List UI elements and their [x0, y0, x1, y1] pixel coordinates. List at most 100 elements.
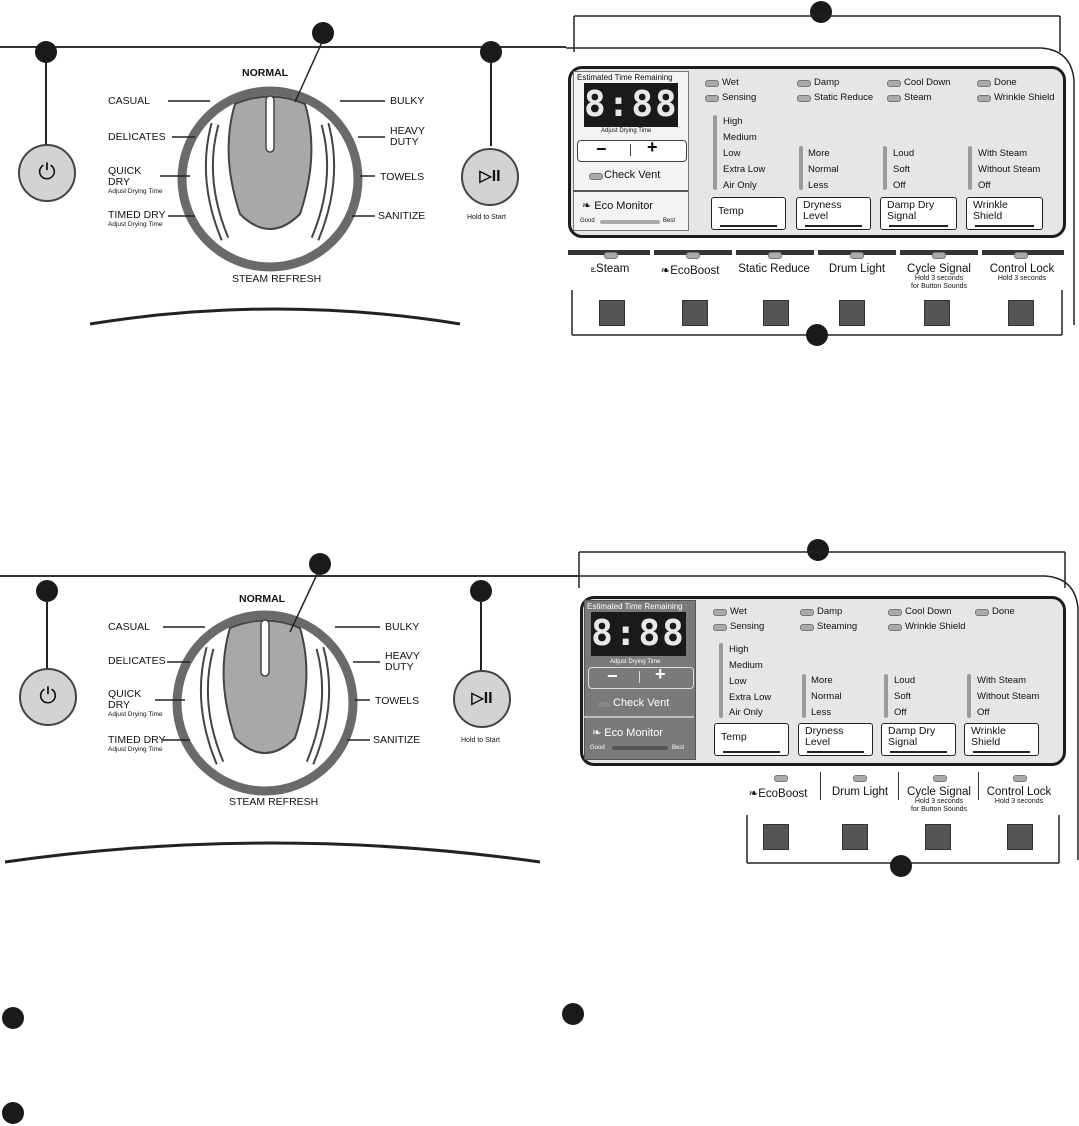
option-sublabel: Hold 3 seconds for Button Sounds — [910, 275, 968, 290]
wrinkle-shield-button[interactable]: Wrinkle Shield — [966, 197, 1043, 230]
status-led — [713, 609, 727, 616]
status-led — [705, 95, 719, 102]
option-sublabel: Hold 3 seconds for Button Sounds — [910, 798, 968, 813]
dial-label-delicates: DELICATES — [108, 655, 166, 667]
start-pause-button[interactable]: ▷II — [461, 148, 519, 206]
status-steaming: Steaming — [817, 621, 858, 632]
console-outline — [575, 575, 1079, 860]
option-divider — [978, 772, 979, 800]
option-button-cycle-signal[interactable] — [924, 300, 950, 326]
status-wet: Wet — [722, 77, 739, 88]
plus-button[interactable]: + — [655, 664, 666, 684]
signal-level: Soft — [893, 164, 910, 175]
temp-button[interactable]: Temp — [714, 723, 789, 756]
callout-marker — [312, 22, 334, 44]
dial-tick-lines — [155, 626, 380, 741]
time-digits: 8:88 — [591, 612, 686, 656]
time-adjust-pill — [588, 667, 694, 689]
cycle-dial[interactable] — [170, 608, 360, 798]
power-button[interactable]: ⏻ — [19, 668, 77, 726]
temp-level: Air Only — [723, 180, 757, 191]
dryness-level-button[interactable]: Dryness Level — [798, 723, 873, 756]
option-button-drum-light[interactable] — [839, 300, 865, 326]
dial-label-heavy-duty: HEAVY DUTY — [390, 125, 425, 148]
console-top-line — [0, 46, 566, 48]
callout-marker — [36, 580, 58, 602]
dial-label-heavy-duty: HEAVY DUTY — [385, 650, 420, 673]
temp-button[interactable]: Temp — [711, 197, 786, 230]
dryness-level-bar — [802, 674, 806, 718]
option-button-cycle-signal[interactable] — [925, 824, 951, 850]
callout-leader — [480, 600, 482, 672]
callout-marker — [35, 41, 57, 63]
start-pause-icon: ▷II — [479, 168, 501, 185]
callout-leader — [46, 600, 48, 670]
status-wet: Wet — [730, 606, 747, 617]
wrinkle-shield-button[interactable]: Wrinkle Shield — [964, 723, 1039, 756]
power-button[interactable]: ⏻ — [18, 144, 76, 202]
status-led — [887, 80, 901, 87]
dial-label-timed-dry: TIMED DRY Adjust Drying Time — [108, 209, 166, 229]
temp-level: Extra Low — [729, 692, 772, 703]
option-button-ecoboost[interactable] — [763, 824, 789, 850]
option-led — [932, 252, 946, 259]
callout-leader — [490, 60, 492, 146]
option-label-drum-light: Drum Light — [828, 263, 886, 275]
option-led — [933, 775, 947, 782]
dial-sublabel: Adjust Drying Time — [108, 188, 163, 195]
temp-level: High — [729, 644, 749, 655]
option-led — [768, 252, 782, 259]
status-led — [800, 609, 814, 616]
status-wrinkle-shield: Wrinkle Shield — [994, 92, 1055, 103]
cycle-dial[interactable] — [175, 84, 365, 274]
dial-label-bulky: BULKY — [385, 621, 420, 633]
power-icon: ⏻ — [39, 684, 57, 709]
dryness-level-button[interactable]: Dryness Level — [796, 197, 871, 230]
eco-monitor-label: ❧ Eco Monitor — [582, 200, 653, 212]
minus-button[interactable]: − — [596, 139, 607, 159]
option-button-ecoboost[interactable] — [682, 300, 708, 326]
status-led — [975, 609, 989, 616]
status-led — [888, 609, 902, 616]
option-button-control-lock[interactable] — [1008, 300, 1034, 326]
wrinkle-level: Without Steam — [978, 164, 1041, 175]
option-button-drum-light[interactable] — [842, 824, 868, 850]
minus-button[interactable]: − — [607, 666, 618, 686]
eco-good-label: Good — [580, 218, 595, 224]
dial-label-normal: NORMAL — [239, 593, 286, 605]
dryness-level: More — [811, 675, 833, 686]
status-static-reduce: Static Reduce — [814, 92, 874, 103]
option-button-static-reduce[interactable] — [763, 300, 789, 326]
callout-marker — [470, 580, 492, 602]
option-sublabel: Hold 3 seconds — [997, 275, 1047, 282]
option-button-control-lock[interactable] — [1007, 824, 1033, 850]
callout-leader — [289, 570, 320, 633]
temp-level: Low — [723, 148, 741, 159]
start-pause-button[interactable]: ▷II — [453, 670, 511, 728]
temp-level: Air Only — [729, 707, 763, 718]
dial-label-quick-dry: QUICK DRY Adjust Drying Time — [108, 165, 163, 196]
status-cool-down: Cool Down — [904, 77, 951, 88]
temp-level-bar — [719, 643, 723, 718]
plus-button[interactable]: + — [647, 137, 658, 157]
temp-level: Low — [729, 676, 747, 687]
damp-dry-signal-button[interactable]: Damp Dry Signal — [881, 723, 956, 756]
start-pause-icon: ▷II — [471, 690, 493, 707]
signal-level: Soft — [894, 691, 911, 702]
eco-monitor-bar — [612, 746, 668, 750]
temp-level: Extra Low — [723, 164, 766, 175]
option-button-steam[interactable] — [599, 300, 625, 326]
legend-callout-marker — [2, 1007, 24, 1029]
status-damp: Damp — [817, 606, 843, 617]
wrinkle-level: Off — [978, 180, 991, 191]
wrinkle-level: Off — [977, 707, 990, 718]
dial-label-sanitize: SANITIZE — [373, 734, 421, 746]
dial-tick-lines — [160, 100, 385, 217]
signal-level: Loud — [894, 675, 916, 686]
damp-dry-signal-button[interactable]: Damp Dry Signal — [880, 197, 957, 230]
option-led — [853, 775, 867, 782]
check-vent-led — [589, 173, 603, 180]
status-led — [977, 95, 991, 102]
